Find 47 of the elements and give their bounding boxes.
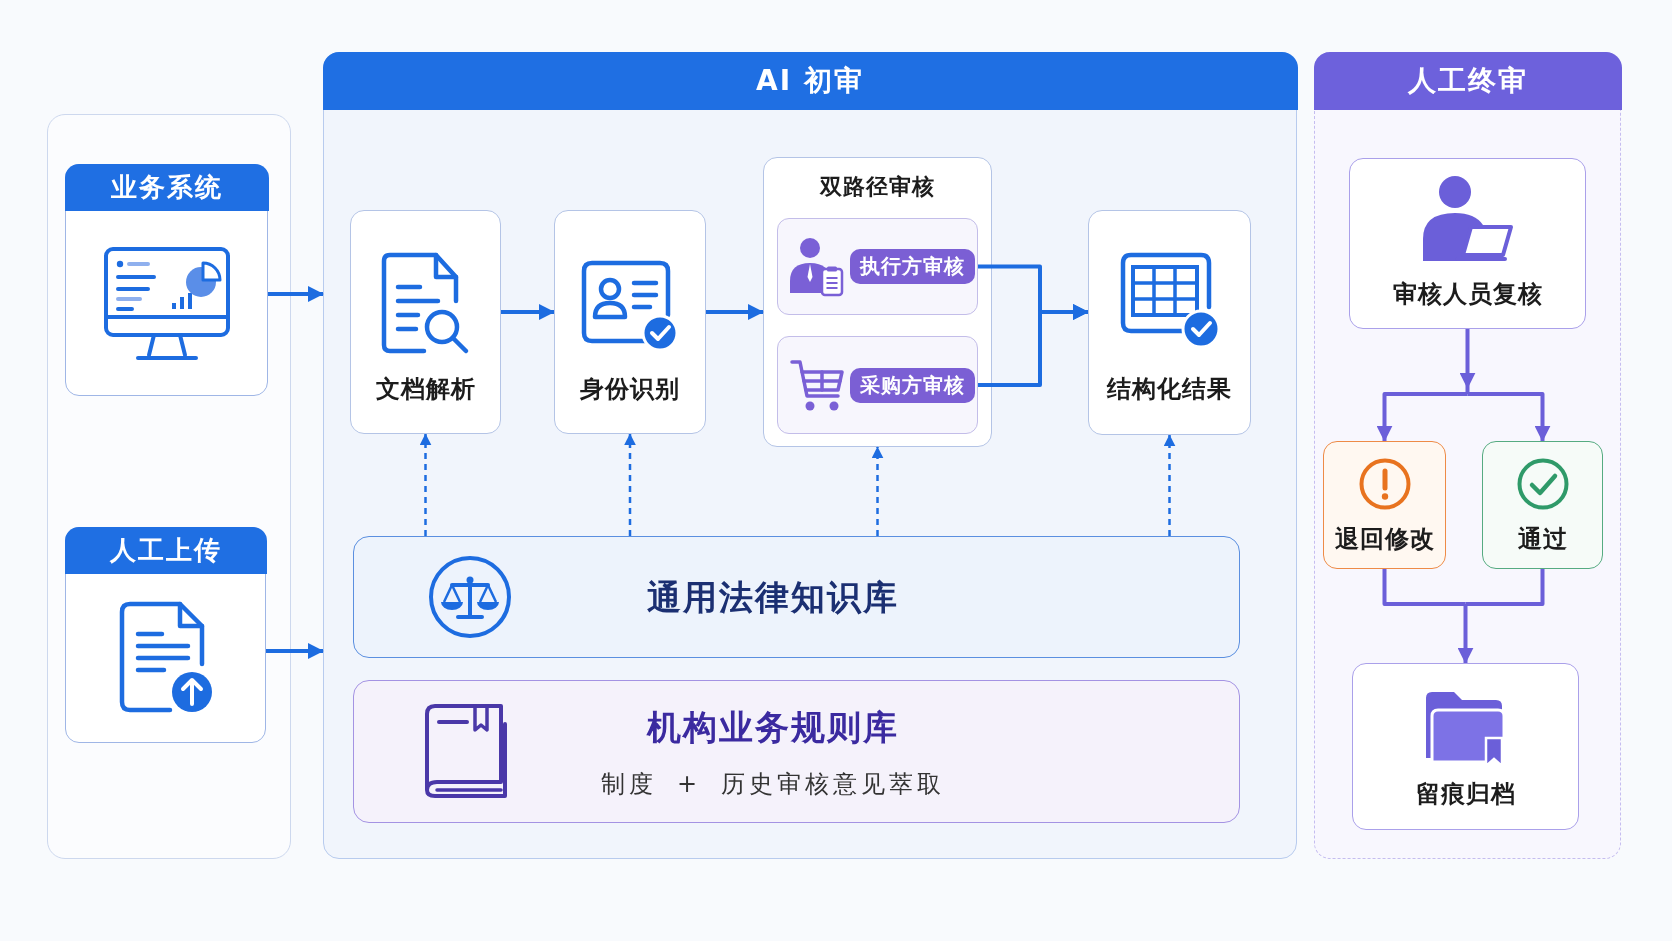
- process-box: [554, 210, 706, 434]
- panel: [47, 114, 291, 859]
- knowledge-band: [353, 680, 1240, 823]
- node-label: 留痕归档: [1415, 779, 1516, 809]
- tag-label: 执行方审核: [850, 249, 975, 284]
- band-subtitle: 制度 + 历史审核意见萃取: [601, 769, 945, 799]
- connector-line: [1465, 569, 1545, 606]
- arrow: [419, 433, 432, 536]
- role-box: [777, 218, 978, 315]
- panel-header: 人工终审: [1313, 51, 1622, 110]
- panel-header: AI 初审: [322, 51, 1298, 110]
- stage-panel: [323, 52, 1297, 859]
- arrow: [1467, 392, 1551, 442]
- connector-line: [1382, 569, 1466, 606]
- node-label: 退回修改: [1334, 524, 1435, 554]
- arrow: [501, 304, 555, 320]
- arrow: [1376, 392, 1468, 442]
- arrow: [706, 304, 764, 320]
- group-title: 双路径审核: [820, 173, 935, 201]
- knowledge-band: [353, 536, 1240, 658]
- tag-label: 采购方审核: [850, 367, 975, 403]
- arrow: [268, 286, 324, 302]
- process-box: [350, 210, 501, 434]
- process-box: [1349, 158, 1586, 329]
- arrow: [871, 446, 884, 536]
- source-card: [65, 164, 268, 396]
- role-box: [777, 336, 978, 434]
- node-label: 审核人员复核: [1392, 279, 1543, 309]
- group-box: [763, 157, 992, 447]
- band-title: 机构业务规则库: [647, 706, 899, 748]
- arrow: [266, 643, 324, 659]
- stage-panel: [1314, 52, 1621, 859]
- band-title: 通用法律知识库: [647, 576, 899, 618]
- source-card: [65, 527, 266, 743]
- node-label: 身份识别: [580, 374, 680, 404]
- card-header: 人工上传: [64, 526, 267, 574]
- process-box: [1088, 210, 1251, 435]
- node-label: 通过: [1517, 524, 1568, 554]
- node-label: 结构化结果: [1107, 374, 1232, 404]
- arrow: [624, 433, 636, 536]
- process-box: [1352, 663, 1579, 830]
- process-box: [1482, 441, 1603, 569]
- card-header: 业务系统: [64, 163, 269, 211]
- node-label: 文档解析: [375, 374, 476, 404]
- arrow: [1163, 434, 1176, 536]
- process-box: [1323, 441, 1446, 569]
- arrow: [1457, 604, 1474, 664]
